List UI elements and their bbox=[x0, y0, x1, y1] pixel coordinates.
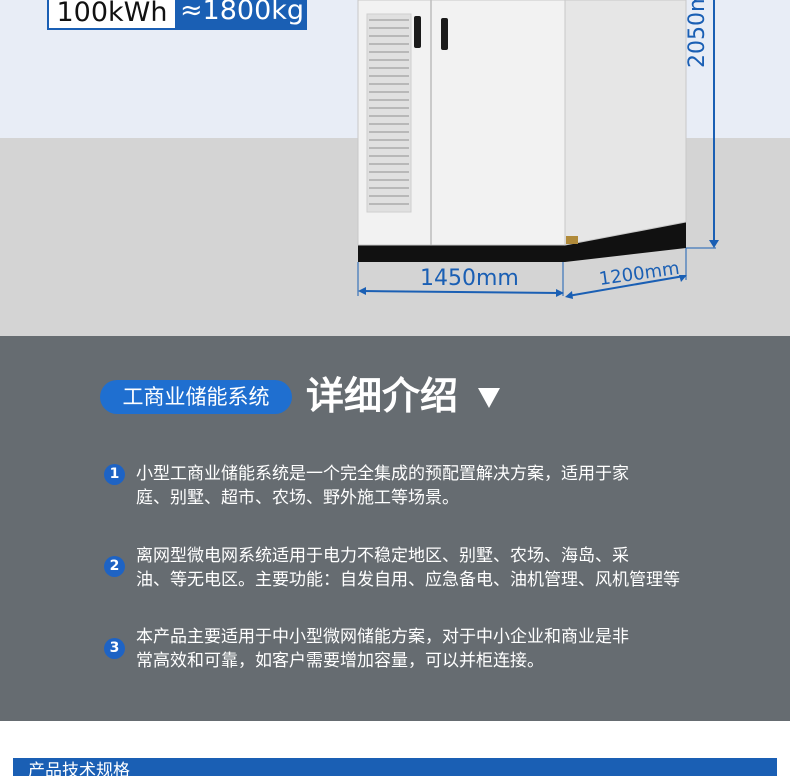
spec-tags: 100kWh ≈1800kg bbox=[47, 0, 307, 30]
spec-table-header: 产品技术规格 bbox=[13, 758, 777, 776]
feature-line: 本产品主要适用于中小型微网储能方案，对于中小企业和商业是非 bbox=[136, 627, 629, 647]
feature-line: 油、等无电区。主要功能：自发自用、应急备电、油机管理、风机管理等 bbox=[136, 570, 680, 590]
width-dimension-line bbox=[361, 290, 561, 294]
feature-number-badge: 2 bbox=[104, 556, 125, 577]
weight-tag: ≈1800kg bbox=[177, 0, 307, 30]
depth-label: 1200mm bbox=[598, 258, 681, 290]
feature-text: 离网型微电网系统适用于电力不稳定地区、别墅、农场、海岛、采 油、等无电区。主要功… bbox=[136, 544, 736, 592]
height-label: 2050mm bbox=[685, 0, 710, 68]
feature-line: 离网型微电网系统适用于电力不稳定地区、别墅、农场、海岛、采 bbox=[136, 546, 629, 566]
product-illustration: 2050mm 1450mm 1200mm bbox=[357, 0, 719, 299]
vent-slats bbox=[369, 19, 409, 205]
cabinet-side bbox=[564, 0, 687, 246]
door-handle-right bbox=[441, 18, 448, 50]
feature-line: 小型工商业储能系统是一个完全集成的预配置解决方案，适用于家 bbox=[136, 464, 629, 484]
feature-line: 庭、别墅、超市、农场、野外施工等场景。 bbox=[136, 488, 459, 508]
triangle-down-icon bbox=[478, 388, 500, 408]
height-arrow bbox=[709, 240, 719, 248]
feature-text: 本产品主要适用于中小型微网储能方案，对于中小企业和商业是非 常高效和可靠，如客户… bbox=[136, 625, 736, 673]
depth-dimension-line bbox=[567, 275, 685, 297]
cabinet-base bbox=[358, 222, 686, 262]
feature-text: 小型工商业储能系统是一个完全集成的预配置解决方案，适用于家 庭、别墅、超市、农场… bbox=[136, 462, 736, 510]
spec-table-title: 产品技术规格 bbox=[28, 761, 130, 776]
capacity-tag: 100kWh bbox=[47, 0, 177, 30]
section-heading: 详细介绍 bbox=[306, 374, 459, 418]
door-handle-left bbox=[414, 16, 421, 48]
feature-number-badge: 1 bbox=[104, 464, 125, 485]
feature-line: 常高效和可靠，如客户需要增加容量，可以并柜连接。 bbox=[136, 651, 544, 671]
cabinet-foot bbox=[566, 236, 578, 244]
width-label: 1450mm bbox=[420, 266, 519, 291]
category-pill: 工商业储能系统 bbox=[100, 380, 292, 414]
feature-number-badge: 3 bbox=[104, 638, 125, 659]
